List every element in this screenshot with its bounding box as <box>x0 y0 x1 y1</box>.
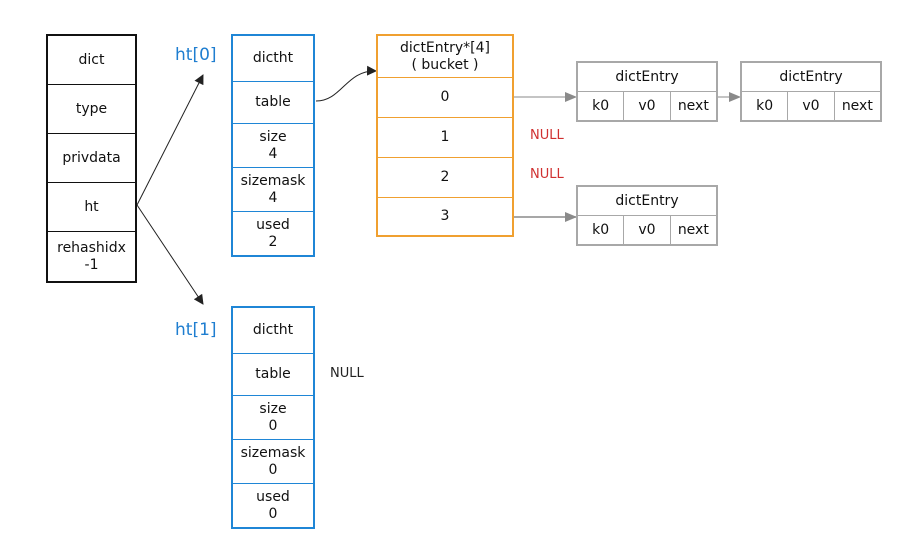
ht-cell: ht <box>48 183 135 232</box>
entry-key: k0 <box>742 92 789 120</box>
bucket-title: dictEntry*[4] ( bucket ) <box>378 36 512 78</box>
ht0-size-label: size <box>259 128 287 145</box>
slot2-null: NULL <box>530 167 564 182</box>
ht1-title: dictht <box>233 308 313 354</box>
ht0-label: ht[0] <box>175 45 217 65</box>
dict-entry-title: dictEntry <box>742 63 880 92</box>
ht1-used-label: used <box>256 488 290 505</box>
arrow-table-to-bucket <box>315 65 377 102</box>
bucket-slot-1: 1 <box>378 118 512 158</box>
ht0-sizemask-value: 4 <box>268 189 278 206</box>
entry-next: next <box>677 97 709 114</box>
dict-entry-1: dictEntry k0 v0 next <box>576 61 718 122</box>
ht1-table: table <box>233 354 313 396</box>
bucket-title-line2: ( bucket ) <box>411 56 479 73</box>
dict-cell: dict <box>48 36 135 85</box>
entry-value: v0 <box>624 92 671 120</box>
dict-entry-title: dictEntry <box>578 187 716 216</box>
bucket-slot-3: 3 <box>440 208 450 224</box>
ht1-table-null: NULL <box>330 366 364 381</box>
type-cell: type <box>48 85 135 134</box>
entry-value: v0 <box>788 92 835 120</box>
ht0-title: dictht <box>233 36 313 82</box>
rehashidx-cell: rehashidx -1 <box>48 232 135 281</box>
slot1-null: NULL <box>530 128 564 143</box>
ht0-size-value: 4 <box>268 145 278 162</box>
entry-next: next <box>841 97 873 114</box>
entry-value: v0 <box>624 216 671 244</box>
ht0-sizemask-label: sizemask <box>240 172 306 189</box>
rehashidx-label: rehashidx <box>57 239 126 256</box>
ht1-sizemask-label: sizemask <box>240 444 306 461</box>
ht1-sizemask-value: 0 <box>268 461 278 478</box>
ht0-used-value: 2 <box>268 233 278 250</box>
bucket-slot-2: 2 <box>378 158 512 198</box>
bucket-array: dictEntry*[4] ( bucket ) 0 1 2 3 <box>376 34 514 237</box>
arrow-ht-to-ht1 <box>136 204 204 305</box>
dict-entry-3: dictEntry k0 v0 next <box>576 185 718 246</box>
ht1-label: ht[1] <box>175 320 217 340</box>
entry-next: next <box>677 221 709 238</box>
entry-key: k0 <box>578 92 625 120</box>
dict-entry-title: dictEntry <box>578 63 716 92</box>
ht0-table: table <box>233 82 313 124</box>
arrow-ht-to-ht0 <box>136 74 204 206</box>
bucket-slot-0: 0 <box>378 78 512 118</box>
dict-struct: dict type privdata ht rehashidx -1 <box>46 34 137 283</box>
ht1-used-value: 0 <box>268 505 278 522</box>
privdata-cell: privdata <box>48 134 135 183</box>
dict-entry-2: dictEntry k0 v0 next <box>740 61 882 122</box>
ht1-size-value: 0 <box>268 417 278 434</box>
ht1-size-label: size <box>259 400 287 417</box>
rehashidx-value: -1 <box>84 256 99 273</box>
ht0-used-label: used <box>256 216 290 233</box>
entry-key: k0 <box>578 216 625 244</box>
bucket-title-line1: dictEntry*[4] <box>399 39 491 56</box>
